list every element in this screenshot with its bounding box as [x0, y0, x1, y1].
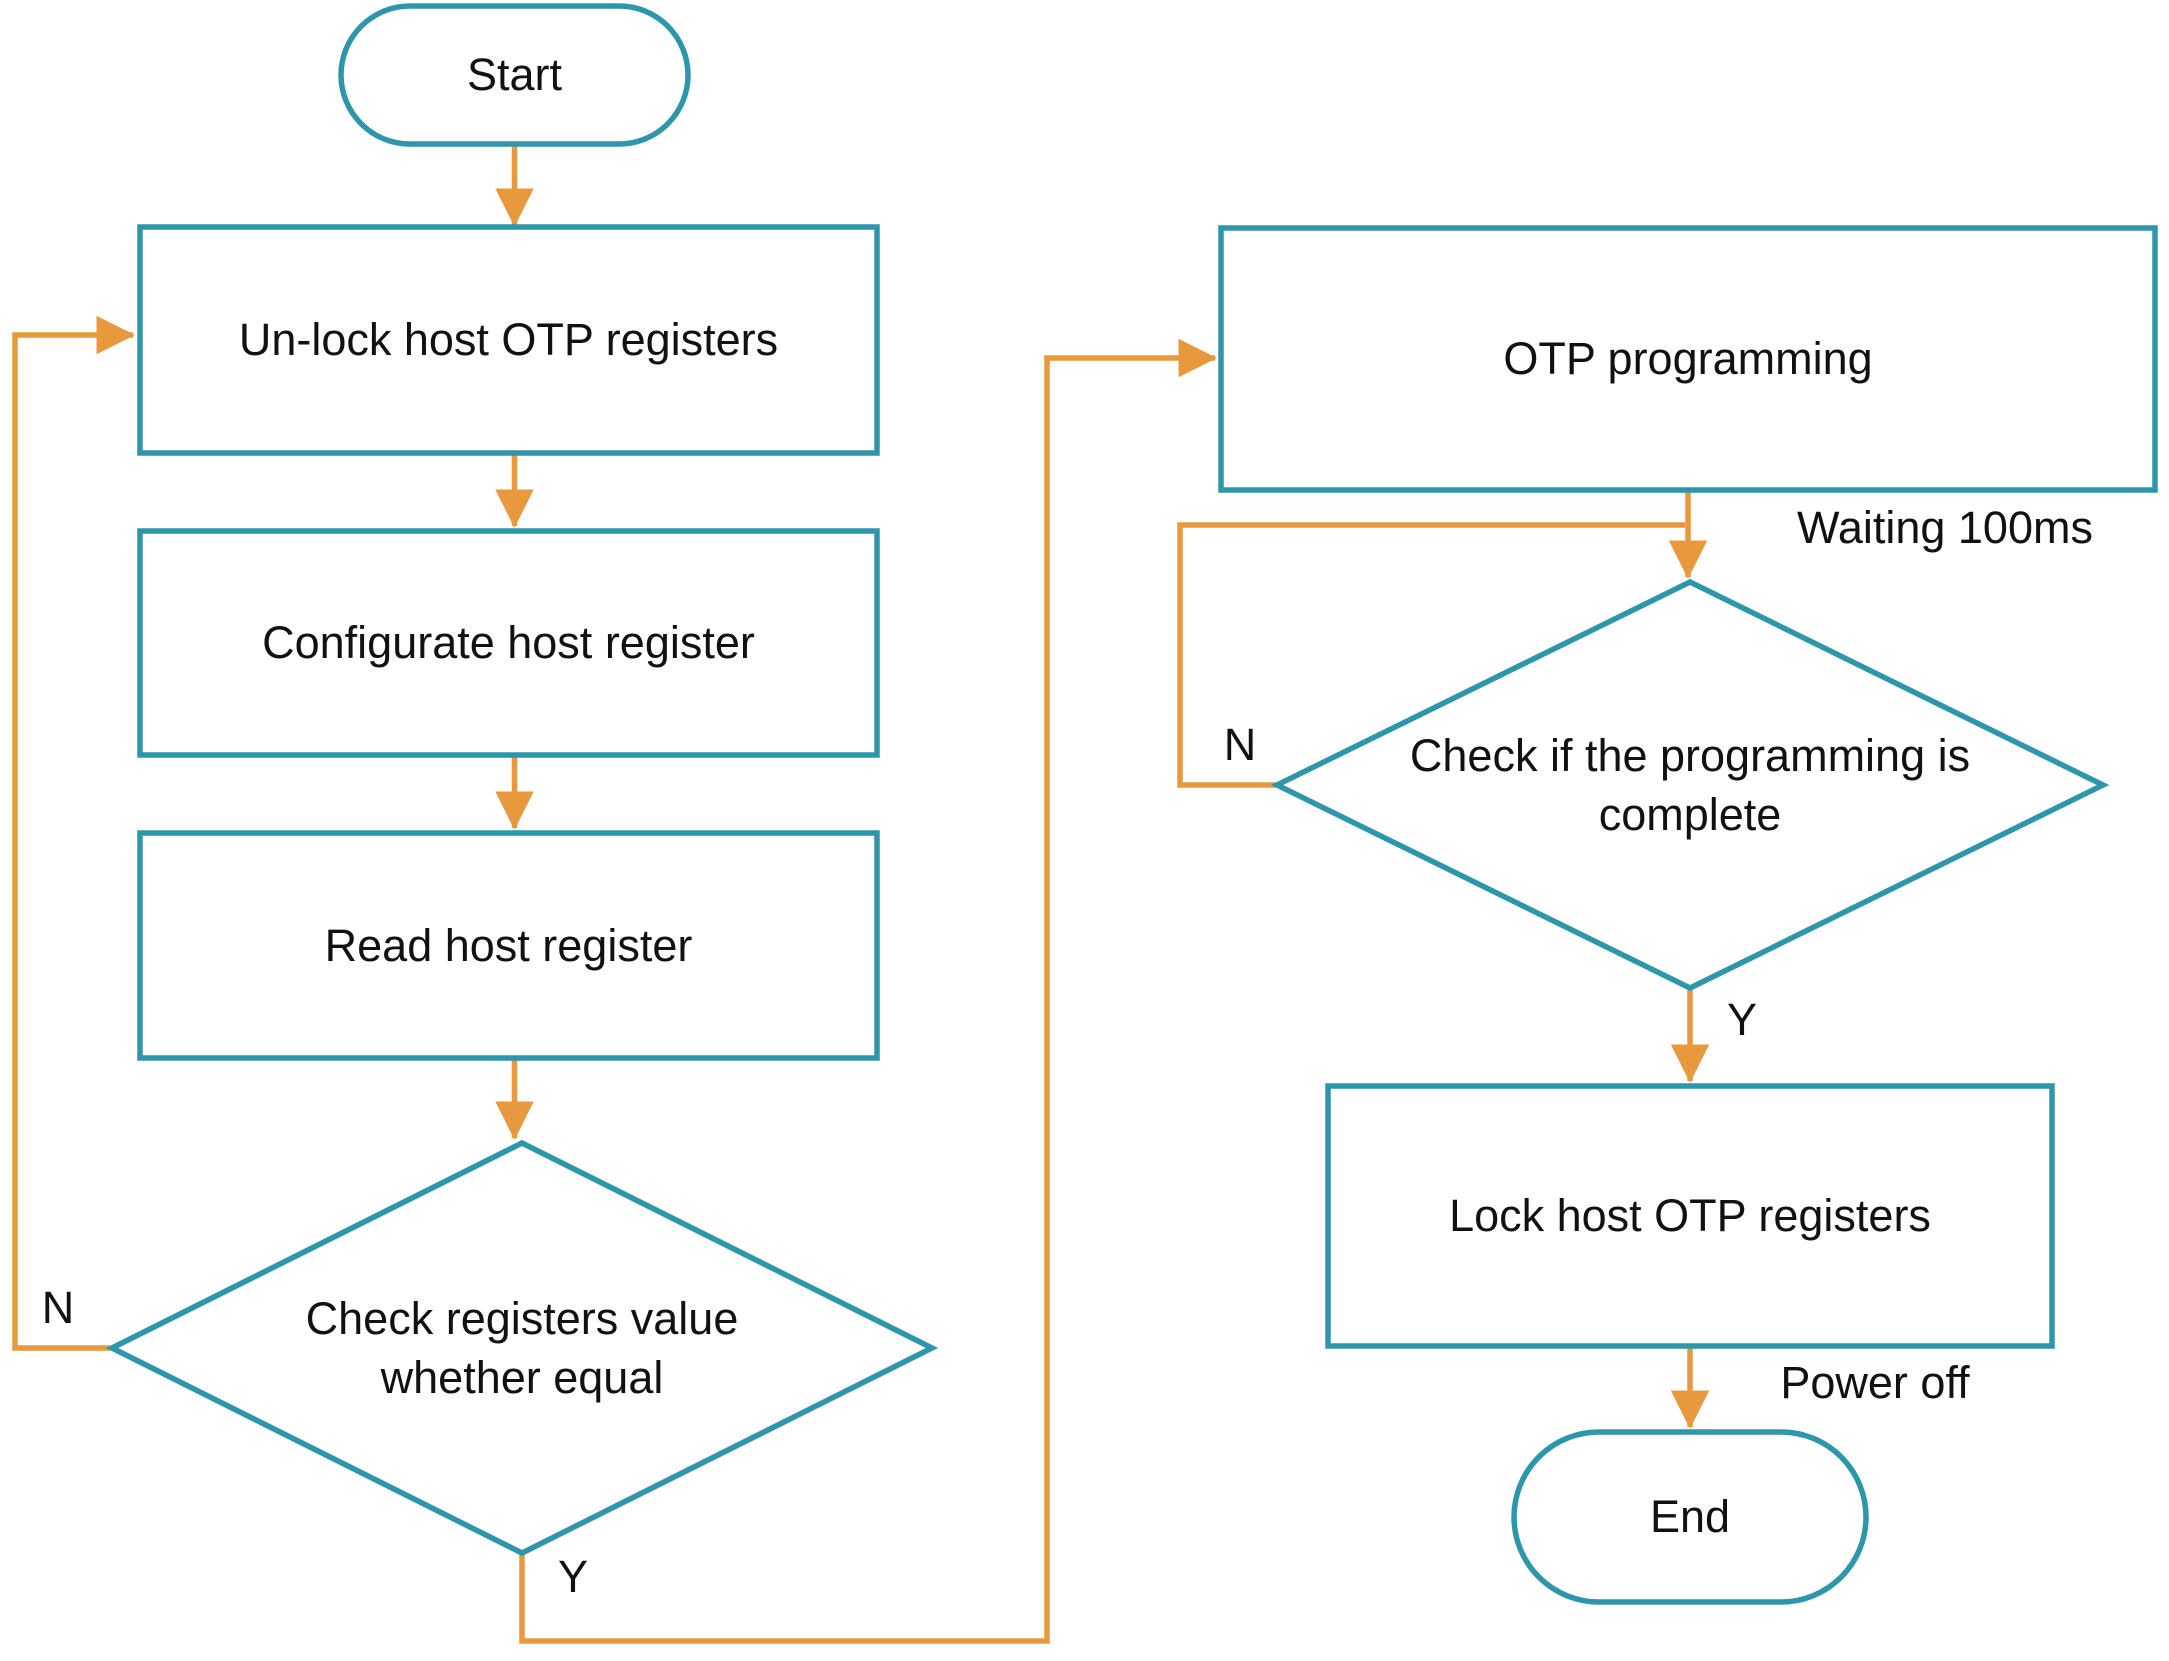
node-check-registers-shape — [105, 1139, 939, 1557]
node-end-shape — [1511, 1429, 1869, 1605]
edge-check-registers-yes-to-otp — [519, 338, 1217, 1644]
node-read-shape — [137, 830, 880, 1061]
node-start-shape — [338, 3, 691, 147]
edge-check-registers-no-loop — [12, 315, 135, 1351]
node-check-complete-shape — [1270, 578, 2110, 992]
node-configurate-shape — [137, 528, 880, 758]
node-otp-programming-shape — [1218, 225, 2158, 493]
node-unlock-shape — [137, 224, 880, 456]
node-lock-shape — [1325, 1083, 2055, 1349]
edge-check-complete-no-loop — [1177, 522, 1685, 788]
